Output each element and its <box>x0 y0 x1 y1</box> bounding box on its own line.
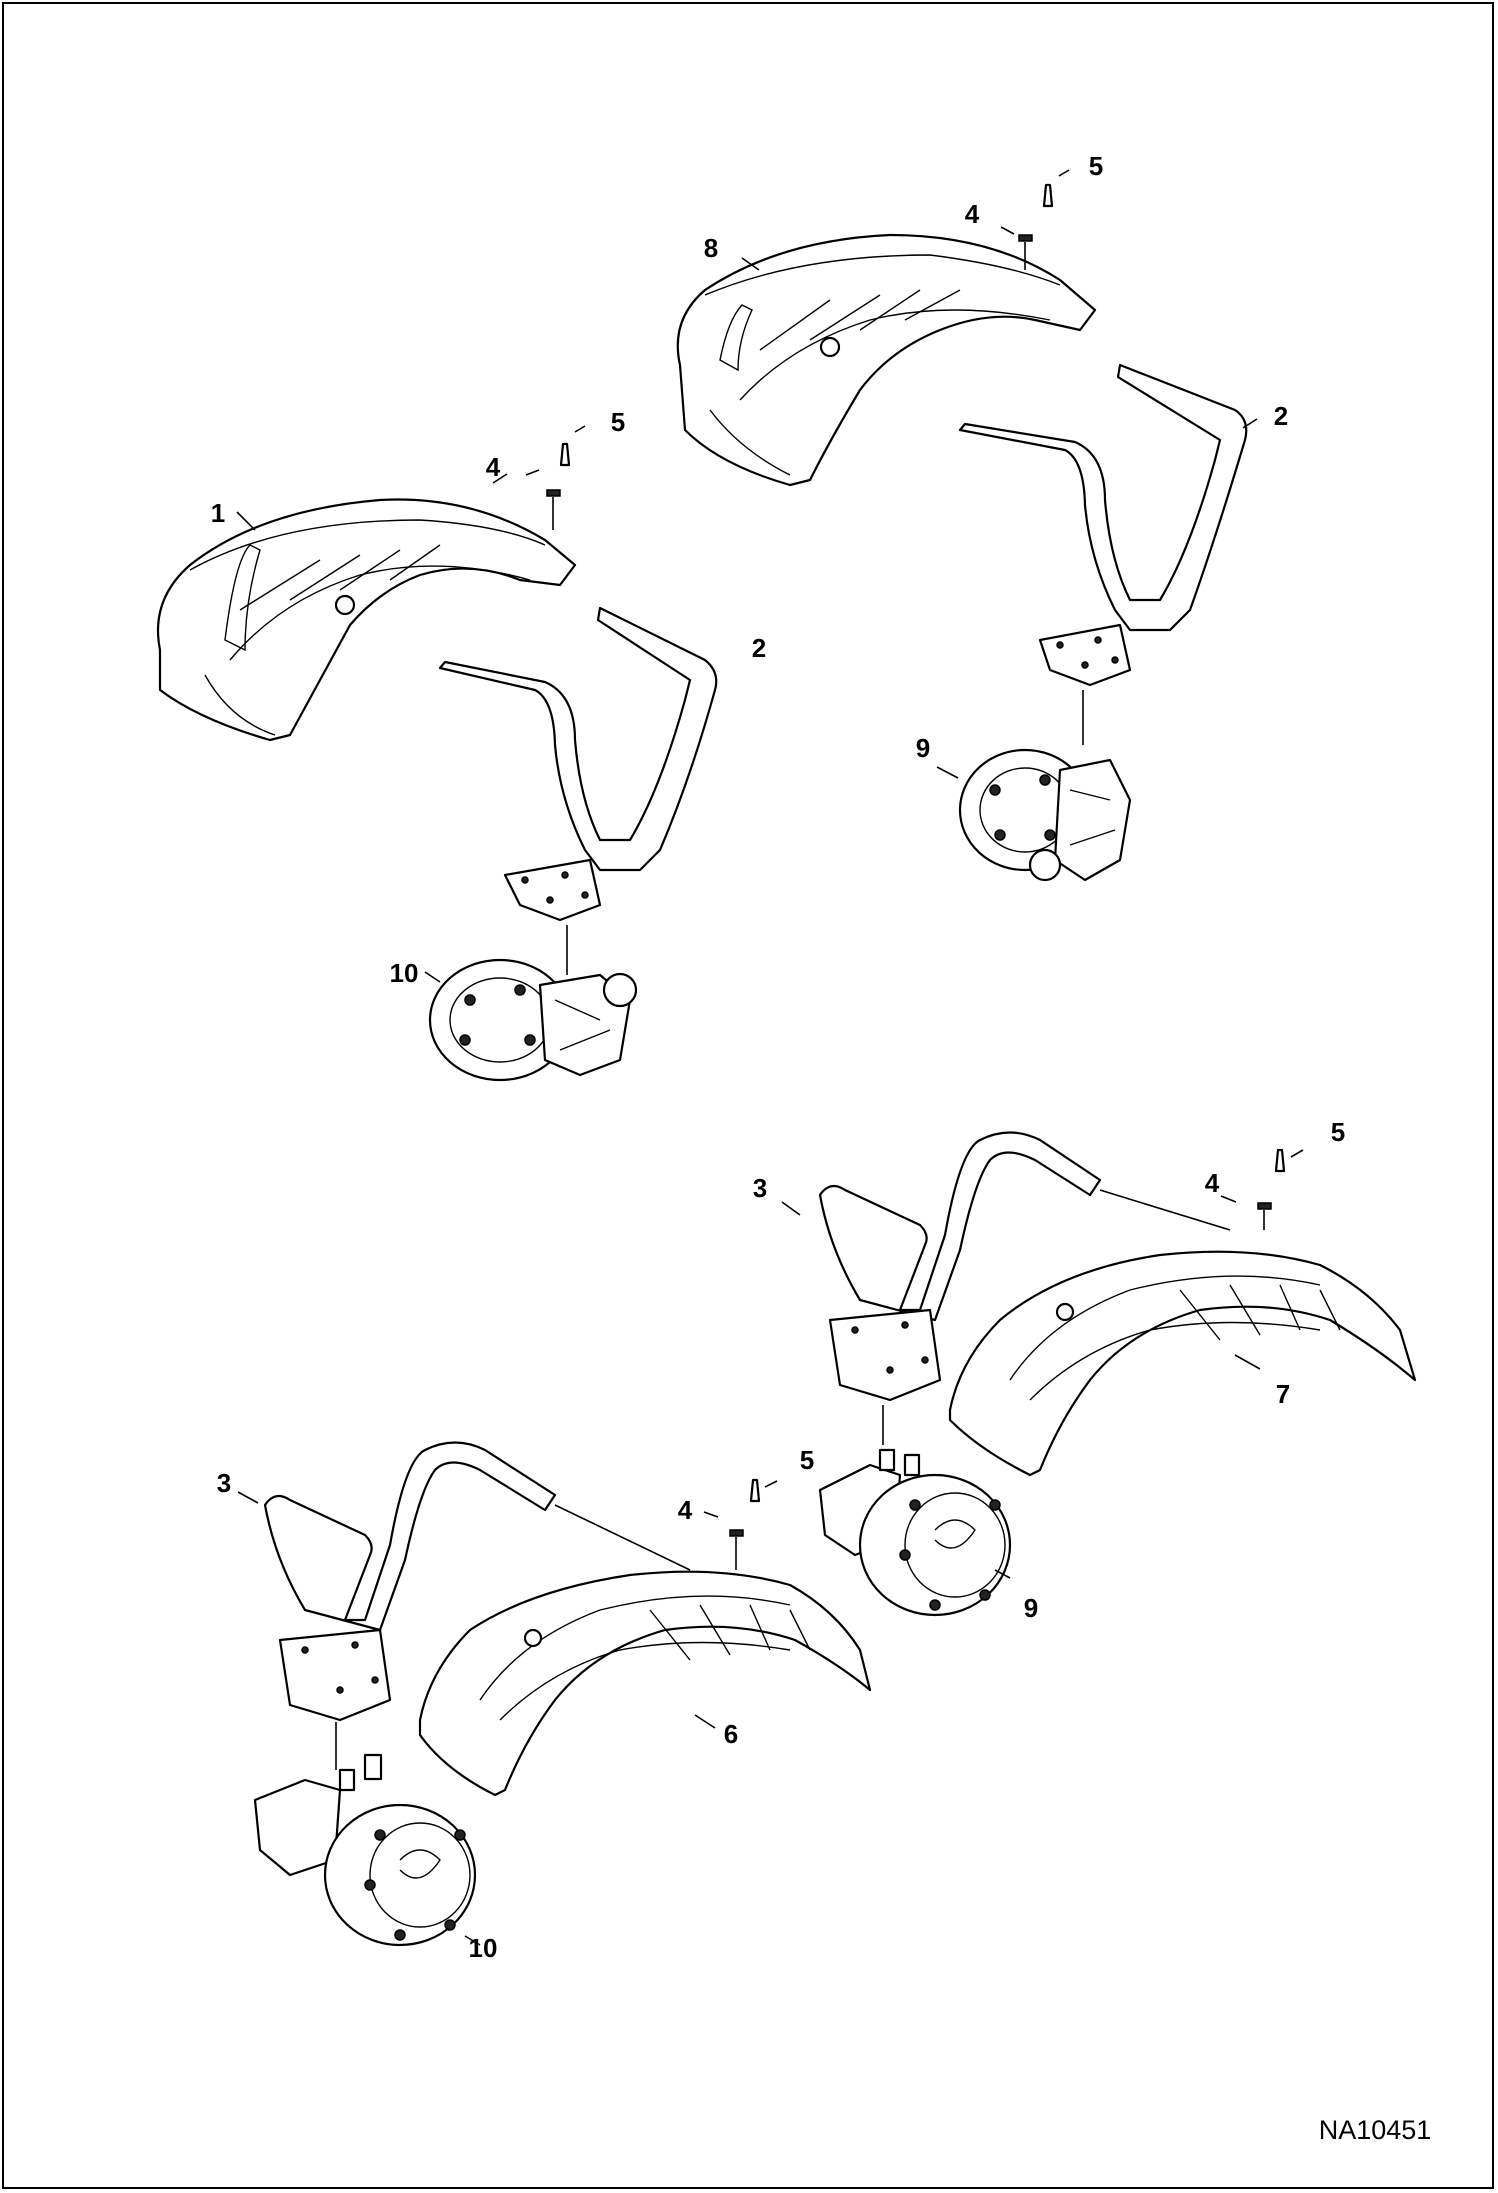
fender-part-1 <box>156 498 577 742</box>
callout-8: 8 <box>704 233 718 263</box>
washer-part-4-b <box>1018 234 1033 242</box>
callout-4-b: 4 <box>965 199 980 229</box>
callout-4-d: 4 <box>678 1495 693 1525</box>
callout-3-b: 3 <box>217 1468 231 1498</box>
bracket-part-3-b <box>263 1441 557 1722</box>
callout-7: 7 <box>1276 1379 1290 1409</box>
callout-3-a: 3 <box>753 1173 767 1203</box>
callout-4-a: 4 <box>486 452 501 482</box>
callout-4-c: 4 <box>1205 1168 1220 1198</box>
screw-part-5-d <box>749 1478 761 1503</box>
washer-part-4-a <box>546 489 561 497</box>
callout-2-b: 2 <box>1274 401 1288 431</box>
callout-10-a: 10 <box>390 958 419 988</box>
hub-part-9-a <box>958 748 1132 882</box>
screw-part-5-a <box>559 442 571 467</box>
bracket-part-3-a <box>818 1131 1102 1402</box>
callout-5-c: 5 <box>1331 1117 1345 1147</box>
callout-9-b: 9 <box>1024 1593 1038 1623</box>
leader-lines <box>236 169 1304 1946</box>
hub-part-10-b <box>253 1753 477 1947</box>
callout-5-d: 5 <box>800 1445 814 1475</box>
callout-9-a: 9 <box>916 733 930 763</box>
callout-5-a: 5 <box>611 407 625 437</box>
washer-part-4-c <box>1257 1202 1272 1210</box>
figure-id: NA10451 <box>1319 2115 1432 2145</box>
screw-part-5-c <box>1274 1148 1286 1173</box>
hub-part-10-a <box>428 958 638 1082</box>
callout-2-a: 2 <box>752 633 766 663</box>
callout-10-b: 10 <box>469 1933 498 1963</box>
fender-part-8 <box>676 233 1097 487</box>
callout-1: 1 <box>211 498 225 528</box>
callout-6: 6 <box>724 1719 738 1749</box>
fender-part-7 <box>948 1250 1417 1477</box>
hub-part-9-b <box>818 1448 1012 1617</box>
bracket-part-2-b <box>958 363 1248 687</box>
callout-5-b: 5 <box>1089 151 1103 181</box>
bracket-part-2-a <box>438 606 718 922</box>
fender-part-6 <box>418 1570 872 1797</box>
screw-part-5-b <box>1042 183 1054 208</box>
washer-part-4-d <box>729 1529 744 1537</box>
